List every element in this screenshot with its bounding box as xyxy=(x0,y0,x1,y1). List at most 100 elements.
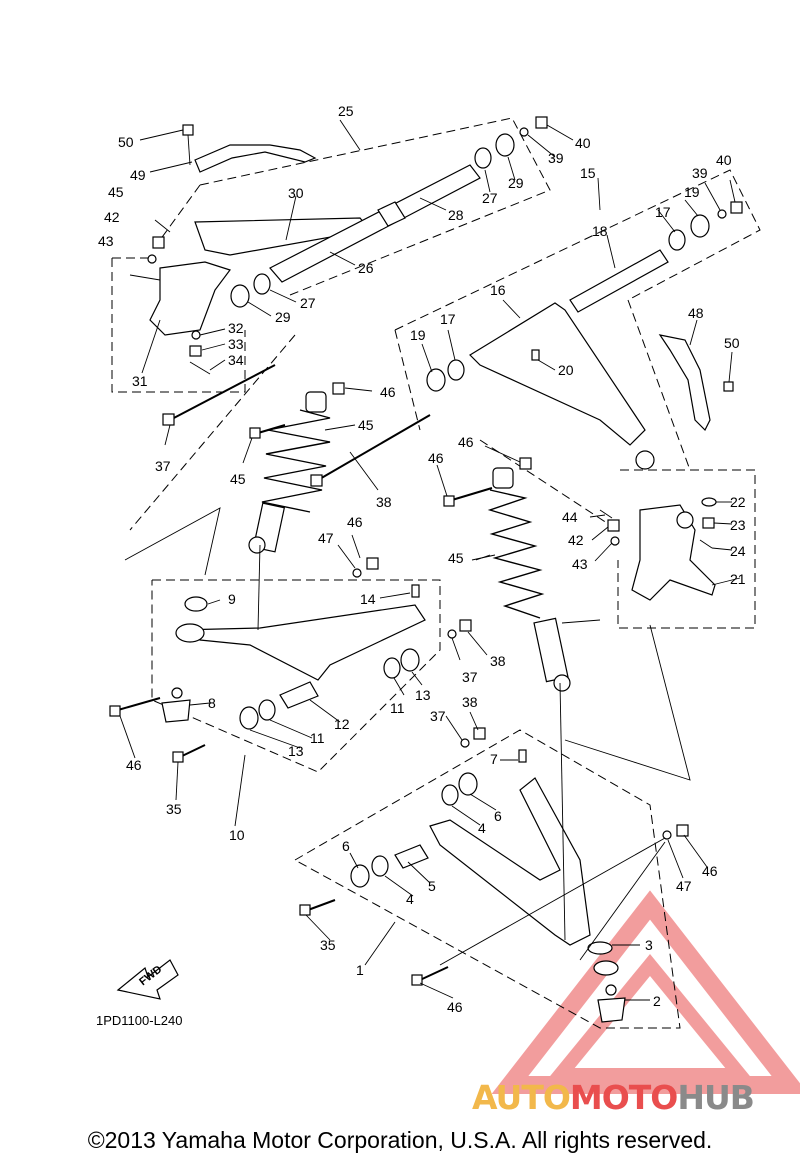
nut-40a xyxy=(535,116,548,129)
bolt-45c xyxy=(109,705,121,717)
group-outlines xyxy=(111,117,761,1029)
callout-37: 37 xyxy=(462,669,478,685)
nut-39a xyxy=(459,619,472,632)
callout-2: 2 xyxy=(653,993,661,1009)
nut-41a xyxy=(152,236,165,249)
washer-42b xyxy=(610,536,620,546)
bushing-11a xyxy=(383,657,401,679)
callout-45b: 46 xyxy=(428,450,444,466)
callout-42b: 43 xyxy=(572,556,588,572)
callout-29b: 29 xyxy=(275,309,291,325)
pivot-shaft-upper-right xyxy=(569,249,669,313)
callout-7: 7 xyxy=(490,751,498,767)
callout-17: 17 xyxy=(655,204,671,220)
callout-20: 20 xyxy=(558,362,574,378)
upper-arm-left xyxy=(194,217,372,256)
nut-40b xyxy=(730,201,743,214)
bushing-19b xyxy=(426,368,446,392)
callout-22: 22 xyxy=(730,494,746,510)
bushing-27a xyxy=(474,147,492,169)
callout-1: 1 xyxy=(356,962,364,978)
bushing-29a xyxy=(495,133,515,157)
watermark-brand-part1: AUTO xyxy=(472,1078,571,1117)
washer-22 xyxy=(701,497,717,507)
callout-18: 18 xyxy=(592,223,608,239)
nut-46d xyxy=(676,824,689,837)
callout-40b: 40 xyxy=(716,152,732,168)
callout-44b: 45 xyxy=(448,550,464,566)
shock-absorber-left xyxy=(248,391,331,554)
grease-nipple-14 xyxy=(411,584,420,598)
nut-46c xyxy=(366,557,379,570)
callout-38: 39 xyxy=(548,150,564,166)
callout-29: 29 xyxy=(508,175,524,191)
ball-joint-9 xyxy=(161,699,191,723)
callout-42: 43 xyxy=(98,233,114,249)
lower-arm-upper xyxy=(177,604,426,681)
nut-39b xyxy=(473,727,486,740)
nut-33 xyxy=(189,345,202,357)
parts xyxy=(109,116,743,1023)
collar-26 xyxy=(377,201,406,227)
bushing-13b xyxy=(239,706,259,730)
pivot-shaft-5 xyxy=(394,844,429,869)
callout-47: 47 xyxy=(318,530,334,546)
callout-10: 9 xyxy=(228,591,236,607)
callout-6b: 6 xyxy=(342,838,350,854)
callout-36b: 38 xyxy=(376,494,392,510)
bushing-6b xyxy=(350,864,370,888)
callout-34: 34 xyxy=(228,352,244,368)
callout-45d: 46 xyxy=(447,999,463,1015)
callout-labels: 25 50 49 40 39 27 29 28 45 30 42 43 26 2… xyxy=(96,103,746,1028)
bushing-29b xyxy=(230,284,250,308)
watermark-brand-part3: HUB xyxy=(677,1078,755,1117)
callout-14: 14 xyxy=(360,591,376,607)
callout-47b: 47 xyxy=(676,878,692,894)
long-bolt-36a xyxy=(169,364,276,421)
circlip-10 xyxy=(184,596,208,612)
callout-35: 35 xyxy=(166,801,182,817)
washer-47b xyxy=(662,830,672,840)
washer-37a xyxy=(447,629,457,639)
brake-hose-bracket-right xyxy=(658,334,711,432)
callout-21: 21 xyxy=(730,571,746,587)
brake-hose-bracket xyxy=(194,144,317,173)
bolt-35b xyxy=(299,904,311,916)
callout-23: 23 xyxy=(730,517,746,533)
bushing-6a xyxy=(458,772,478,796)
callout-50b: 50 xyxy=(724,335,740,351)
callout-46c: 46 xyxy=(347,514,363,530)
callout-46d: 46 xyxy=(702,863,718,879)
callout-13b: 13 xyxy=(288,743,304,759)
callout-11b: 11 xyxy=(310,730,325,746)
callout-33: 33 xyxy=(228,336,244,352)
callout-8: 10 xyxy=(229,827,245,843)
callout-43: 45 xyxy=(108,184,124,200)
watermark-brand-part2: MOTO xyxy=(569,1078,678,1117)
callout-45c: 46 xyxy=(126,757,142,773)
long-bolt-36b xyxy=(317,414,431,481)
callout-43b: 44 xyxy=(562,509,578,525)
callout-39b: 38 xyxy=(462,694,478,710)
circlip-3 xyxy=(587,941,613,955)
washer-42a xyxy=(147,254,157,264)
bushing-4b xyxy=(371,855,389,877)
callout-19: 19 xyxy=(684,184,700,200)
callout-46: 46 xyxy=(380,384,396,400)
washer-38a xyxy=(519,127,529,137)
callout-9: 8 xyxy=(208,695,216,711)
callout-31: 31 xyxy=(132,373,148,389)
callout-16: 16 xyxy=(490,282,506,298)
bolt-45d xyxy=(411,974,423,986)
grease-nipple-20 xyxy=(531,349,540,361)
callout-26: 26 xyxy=(358,260,374,276)
copyright-notice: ©2013 Yamaha Motor Corporation, U.S.A. A… xyxy=(87,1127,713,1153)
callout-6: 6 xyxy=(494,808,502,824)
washer-47a xyxy=(352,568,362,578)
grease-nipple-7 xyxy=(518,749,527,763)
callout-17b: 17 xyxy=(440,311,456,327)
callout-24: 24 xyxy=(730,543,746,559)
bolt-45a xyxy=(249,427,261,439)
callout-4: 4 xyxy=(478,820,486,836)
